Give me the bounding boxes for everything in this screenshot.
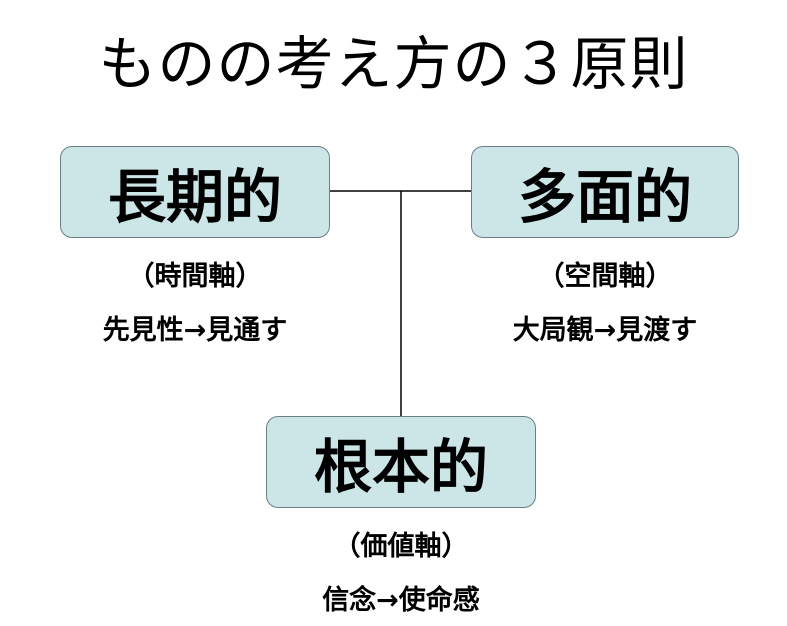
principle-description-multifaceted: 大局観→見渡す xyxy=(512,315,698,346)
diagram-title: ものの考え方の３原則 xyxy=(98,30,689,98)
principle-axis-multifaceted: （空間軸） xyxy=(537,261,673,292)
principle-axis-long-term: （時間軸） xyxy=(127,261,263,292)
principle-box-multifaceted: 多面的 xyxy=(471,146,739,238)
principle-description-fundamental: 信念→使命感 xyxy=(322,585,480,616)
principle-description-long-term: 先見性→見通す xyxy=(102,315,288,346)
principle-box-fundamental: 根本的 xyxy=(266,416,536,508)
principle-axis-fundamental: （価値軸） xyxy=(333,531,469,562)
principle-box-long-term: 長期的 xyxy=(60,146,330,238)
